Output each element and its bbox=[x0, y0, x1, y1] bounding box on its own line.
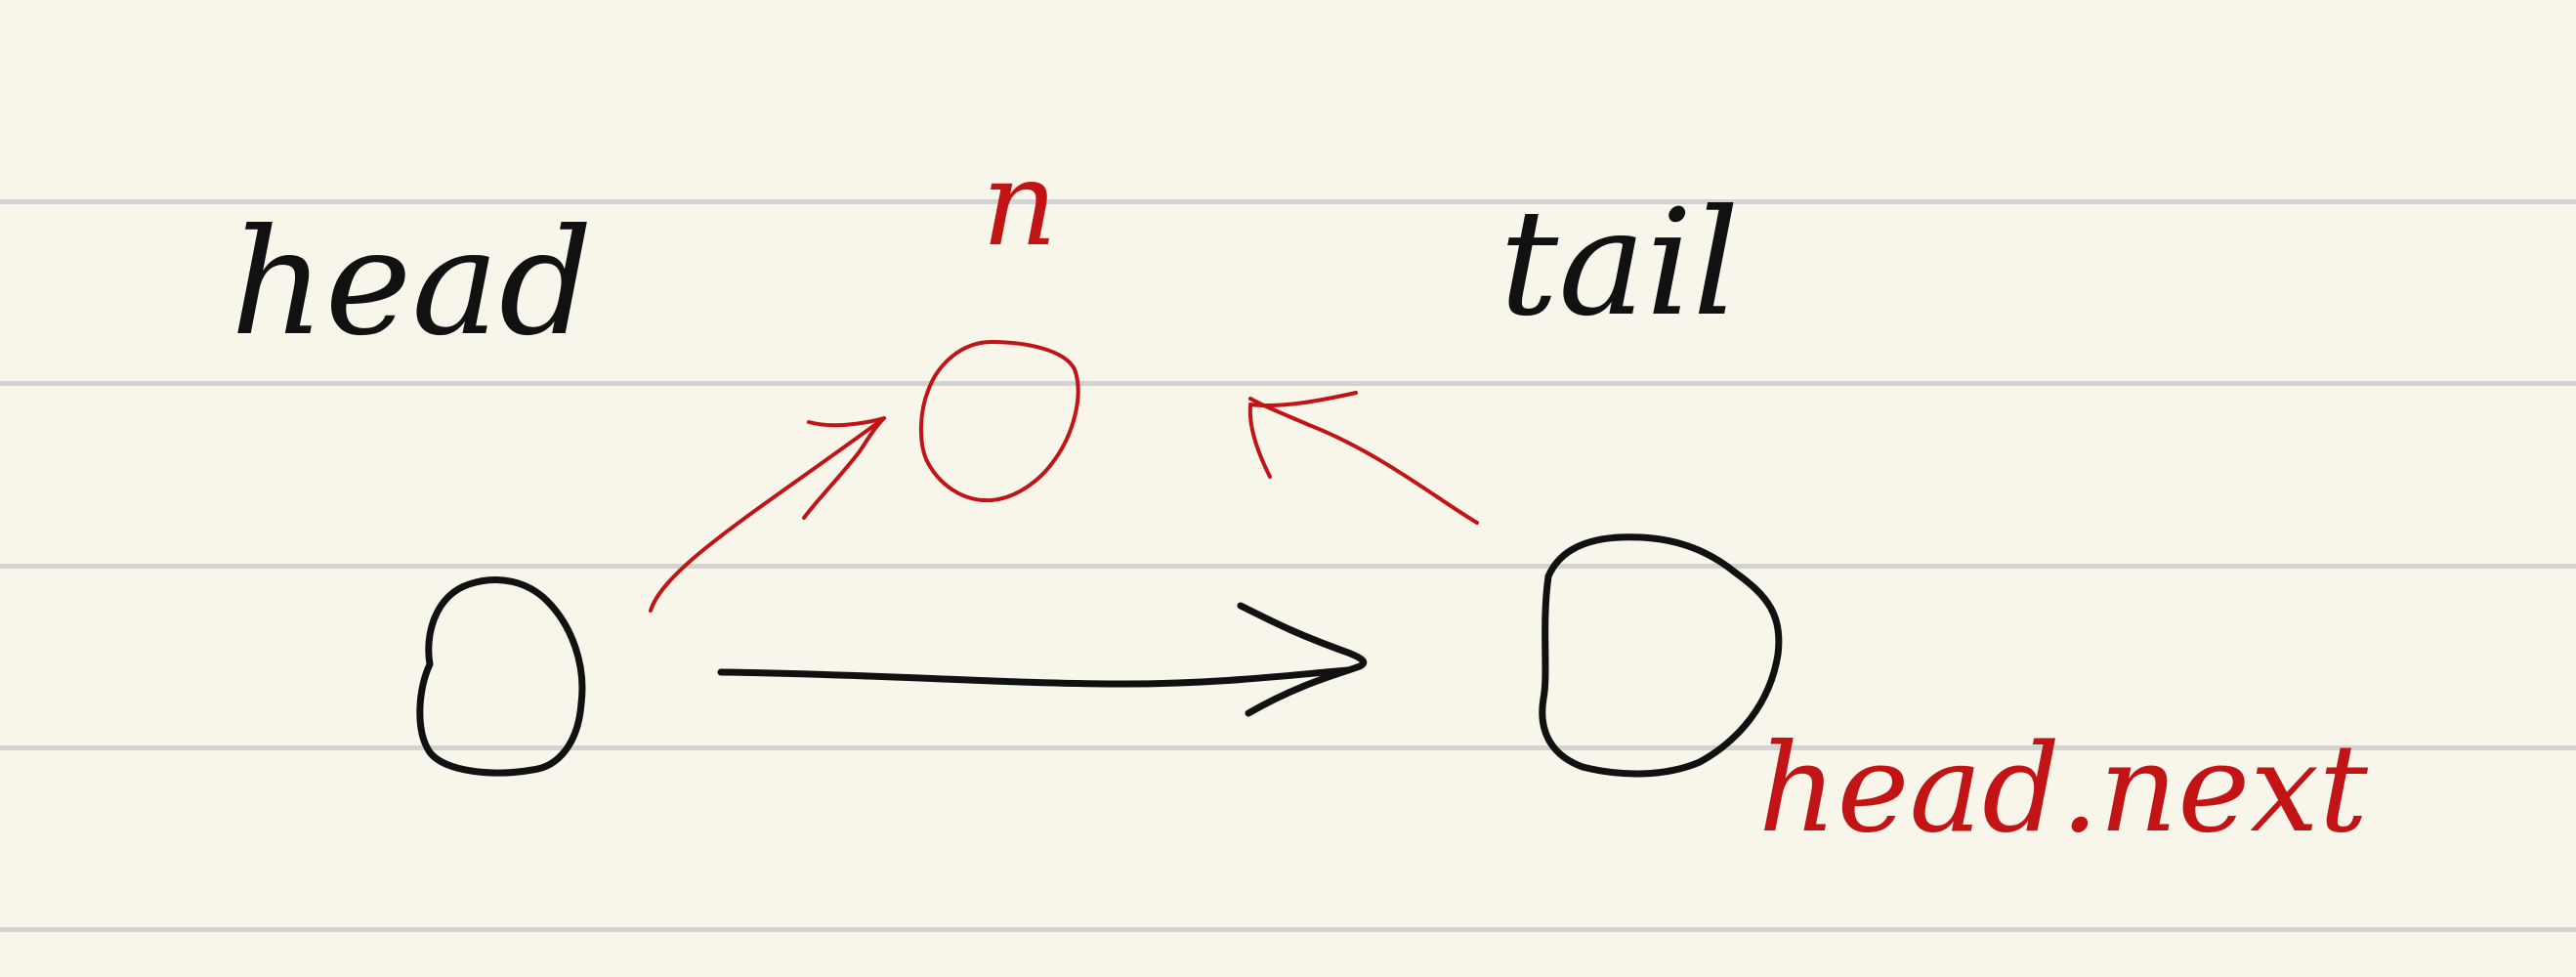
n-label: n bbox=[982, 137, 1058, 273]
ruled-line bbox=[0, 199, 2576, 204]
arrow-head-to-n bbox=[649, 416, 886, 613]
tail-label: tail bbox=[1499, 179, 1740, 349]
arrowhead-head-to-n bbox=[802, 416, 886, 520]
arrow-head-to-tail bbox=[717, 666, 1352, 688]
ruled-line bbox=[0, 564, 2576, 569]
arrow-tail-to-n bbox=[1248, 397, 1479, 525]
head-node bbox=[416, 575, 586, 777]
ruled-line bbox=[0, 381, 2576, 386]
n-node bbox=[918, 340, 1080, 503]
ruled-line bbox=[0, 927, 2576, 932]
arrowhead-tail-to-n bbox=[1247, 391, 1358, 479]
head-next-label: head.next bbox=[1758, 718, 2368, 860]
ruled-line bbox=[0, 745, 2576, 750]
arrowhead-head-to-tail bbox=[1237, 602, 1368, 717]
tail-node bbox=[1539, 533, 1783, 778]
head-label: head bbox=[231, 198, 593, 368]
